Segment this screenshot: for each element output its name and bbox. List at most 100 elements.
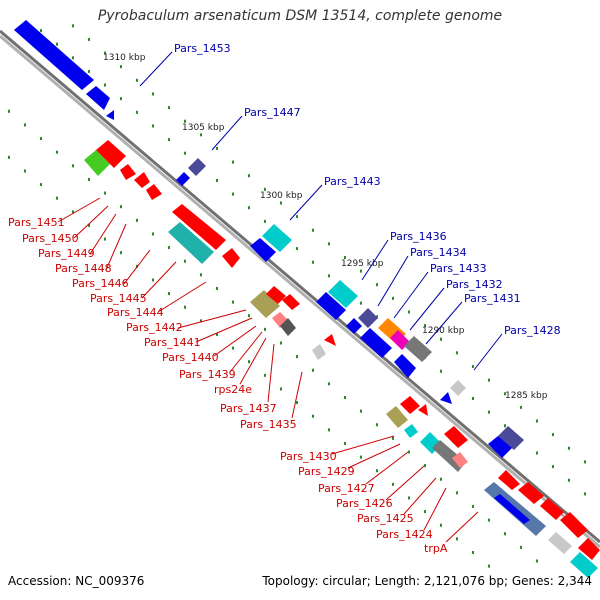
tick-dot xyxy=(232,300,234,304)
tick-dot xyxy=(360,455,362,459)
gene-1424c[interactable] xyxy=(518,482,544,504)
gene-label-pars-1443[interactable]: Pars_1443 xyxy=(324,175,381,188)
gene-rps24e[interactable] xyxy=(280,318,296,336)
gene-1429b[interactable] xyxy=(418,404,428,416)
tick-dot xyxy=(456,537,458,541)
gene-pars-1446[interactable] xyxy=(146,184,162,200)
tick-dot xyxy=(472,504,474,508)
gene-pars-1429[interactable] xyxy=(400,396,420,414)
tick-dot xyxy=(152,92,154,96)
gene-label-pars-1449[interactable]: Pars_1449 xyxy=(38,247,95,260)
gene-1424g[interactable] xyxy=(578,538,600,560)
gene-1424h[interactable] xyxy=(570,552,598,578)
gene-label-pars-1450[interactable]: Pars_1450 xyxy=(22,232,79,245)
gene-label-pars-1436[interactable]: Pars_1436 xyxy=(390,230,447,243)
tick-dot xyxy=(536,559,538,563)
gene-pars-1430[interactable] xyxy=(386,406,408,428)
gene-label-pars-1429[interactable]: Pars_1429 xyxy=(298,465,355,478)
tick-dot xyxy=(168,246,170,250)
tick-dot xyxy=(248,360,250,364)
gene-label-pars-1430[interactable]: Pars_1430 xyxy=(280,450,337,463)
gene-label-pars-1424[interactable]: Pars_1424 xyxy=(376,528,433,541)
gene-pars-1441[interactable] xyxy=(266,286,286,304)
gene-1428d[interactable] xyxy=(488,436,512,458)
gene-pars-1431[interactable] xyxy=(404,336,432,362)
gene-pars-1428[interactable] xyxy=(450,380,466,396)
gene-label-pars-1453[interactable]: Pars_1453 xyxy=(174,42,231,55)
gene-pars-1425b[interactable] xyxy=(444,426,468,448)
tick-dot xyxy=(152,278,154,282)
gene-1436b[interactable] xyxy=(316,292,346,320)
gene-label-trpA[interactable]: trpA xyxy=(424,542,448,555)
gene-label-pars-1426[interactable]: Pars_1426 xyxy=(336,497,393,510)
tick-dot xyxy=(72,56,74,60)
gene-pars-1435[interactable] xyxy=(324,334,336,346)
gene-1444b[interactable] xyxy=(222,248,240,268)
gene-label-pars-1439[interactable]: Pars_1439 xyxy=(179,368,236,381)
gene-label-pars-1445[interactable]: Pars_1445 xyxy=(90,292,147,305)
gene-pars-1445[interactable] xyxy=(172,204,226,250)
gene-small-1[interactable] xyxy=(106,110,114,120)
gene-label-pars-1432[interactable]: Pars_1432 xyxy=(446,278,503,291)
gene-pars-1434[interactable] xyxy=(358,308,378,328)
gene-pars-1436[interactable] xyxy=(328,280,358,308)
gene-pars-1448[interactable] xyxy=(134,172,150,188)
tick-dot xyxy=(296,401,298,405)
gene-label-pars-1433[interactable]: Pars_1433 xyxy=(430,262,487,275)
gene-small-2[interactable] xyxy=(176,172,190,186)
gene-label-pars-1448[interactable]: Pars_1448 xyxy=(55,262,112,275)
gene-label-pars-1446[interactable]: Pars_1446 xyxy=(72,277,129,290)
tick-dot xyxy=(168,138,170,142)
gene-pars-1437[interactable] xyxy=(312,344,326,360)
leader-line xyxy=(139,51,173,87)
gene-label-pars-1425[interactable]: Pars_1425 xyxy=(357,512,414,525)
leader-line xyxy=(89,213,117,255)
tick-dot xyxy=(232,346,234,350)
gene-pars-1449[interactable] xyxy=(120,164,136,180)
gene-label-pars-1444[interactable]: Pars_1444 xyxy=(107,306,164,319)
gene-1424f[interactable] xyxy=(548,532,572,554)
tick-dot xyxy=(488,378,490,382)
gene-label-pars-1427[interactable]: Pars_1427 xyxy=(318,482,375,495)
gene-1431b[interactable] xyxy=(346,318,362,334)
gene-label-pars-1428[interactable]: Pars_1428 xyxy=(504,324,561,337)
tick-dot xyxy=(488,564,490,568)
gene-pars-1443[interactable] xyxy=(262,224,292,252)
gene-1453b[interactable] xyxy=(86,86,110,110)
gene-label-pars-1440[interactable]: Pars_1440 xyxy=(162,351,219,364)
tick-dot xyxy=(120,65,122,69)
gene-pars-1451[interactable] xyxy=(84,150,110,176)
gene-pars-1453[interactable] xyxy=(14,20,94,90)
gene-1443b[interactable] xyxy=(250,238,276,262)
tick-dot xyxy=(504,424,506,428)
gene-trpA-b[interactable] xyxy=(494,494,530,524)
gene-pars-1440[interactable] xyxy=(282,294,300,310)
tick-dot xyxy=(360,409,362,413)
gene-label-pars-1441[interactable]: Pars_1441 xyxy=(144,336,201,349)
gene-label-pars-1437[interactable]: Pars_1437 xyxy=(220,402,277,415)
gene-label-rps24e[interactable]: rps24e xyxy=(214,383,252,396)
gene-pars-1450[interactable] xyxy=(96,140,126,168)
tick-dot xyxy=(568,478,570,482)
tick-dot xyxy=(280,201,282,205)
gene-pars-1442[interactable] xyxy=(250,290,280,318)
gene-pars-1447[interactable] xyxy=(188,158,206,176)
gene-label-pars-1434[interactable]: Pars_1434 xyxy=(410,246,467,259)
gene-1424d[interactable] xyxy=(540,498,564,520)
gene-1428b[interactable] xyxy=(440,392,452,404)
gene-pars-1424[interactable] xyxy=(452,452,468,468)
gene-label-pars-1451[interactable]: Pars_1451 xyxy=(8,216,65,229)
gene-1424b[interactable] xyxy=(498,470,520,490)
gene-1424e[interactable] xyxy=(560,512,588,538)
gene-1428c[interactable] xyxy=(498,426,524,450)
gene-label-pars-1442[interactable]: Pars_1442 xyxy=(126,321,183,334)
gene-1431d[interactable] xyxy=(394,354,416,378)
tick-dot xyxy=(328,382,330,386)
gene-pars-1444[interactable] xyxy=(168,222,214,264)
gene-label-pars-1431[interactable]: Pars_1431 xyxy=(464,292,521,305)
gene-pars-1427[interactable] xyxy=(404,424,418,438)
tick-dot xyxy=(104,191,106,195)
gene-1431c[interactable] xyxy=(360,328,392,358)
gene-label-pars-1435[interactable]: Pars_1435 xyxy=(240,418,297,431)
gene-label-pars-1447[interactable]: Pars_1447 xyxy=(244,106,301,119)
